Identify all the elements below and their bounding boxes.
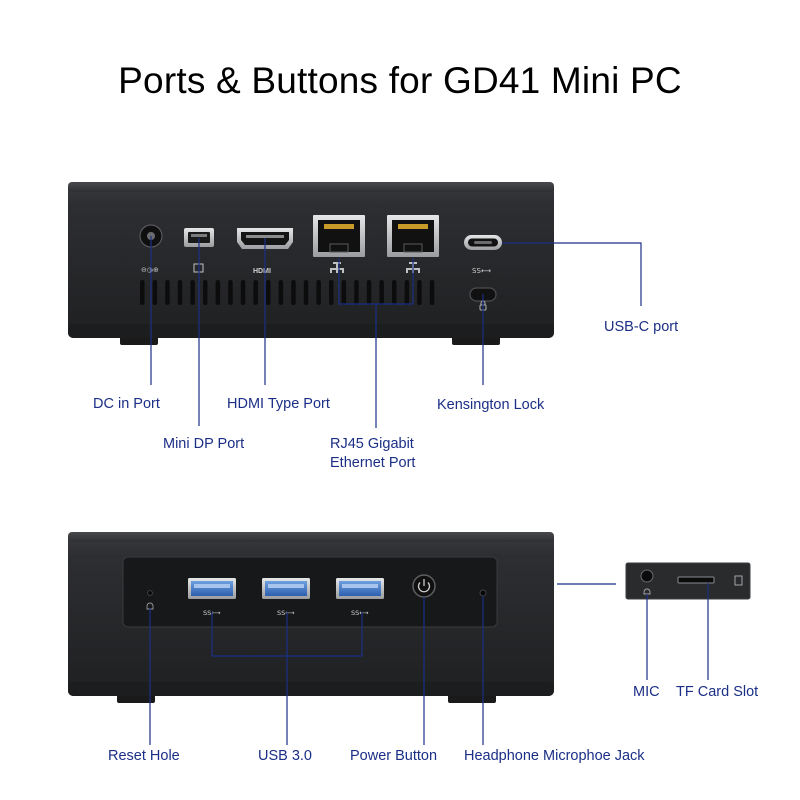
label-reset-hole: Reset Hole: [108, 748, 180, 764]
vent-slot: [341, 280, 347, 305]
vent-slot: [152, 280, 158, 305]
front-callout-lines: [149, 583, 709, 745]
vent-slot: [278, 280, 284, 305]
label-rj45-line2: Ethernet Port: [330, 455, 416, 471]
vent-slot: [329, 280, 334, 305]
label-headphone-jack: Headphone Microphoe Jack: [464, 748, 645, 764]
usb3-silkscreen-3: SS⟷: [351, 609, 369, 617]
usb-c-silkscreen: SS⟷: [472, 267, 491, 275]
tf-card-slot: [677, 576, 715, 584]
label-mini-dp-port: Mini DP Port: [163, 436, 245, 452]
usb3-port-2: SS⟷: [262, 578, 310, 617]
rj45-port-1: [313, 215, 365, 273]
vent-slot: [240, 280, 246, 305]
mini-dp-port: [184, 228, 214, 273]
vent-slot: [366, 280, 372, 305]
vent-slot: [203, 280, 208, 305]
vent-slot: [228, 280, 233, 305]
label-usb3: USB 3.0: [258, 748, 312, 764]
label-mic: MIC: [633, 684, 660, 700]
label-usb-c-port: USB-C port: [604, 319, 679, 335]
hdmi-silkscreen: HDMI: [253, 268, 271, 275]
vent-slot: [392, 280, 397, 305]
vent-slot: [417, 280, 422, 305]
vent-slot: [253, 280, 258, 305]
usb3-port-3: SS⟷: [336, 578, 384, 617]
vent-slot: [190, 280, 195, 305]
vent-slot: [379, 280, 384, 305]
vent-slot: [177, 280, 183, 305]
power-button: [412, 574, 436, 598]
back-chassis: [68, 182, 554, 338]
usb-c-port: SS⟷: [464, 235, 502, 275]
label-dc-in-port: DC in Port: [93, 396, 160, 412]
back-vents: [140, 280, 435, 305]
front-panel: SS⟷ SS⟷ SS⟷: [68, 532, 751, 745]
vent-slot: [165, 280, 170, 305]
side-view: [625, 562, 751, 600]
label-kensington-lock: Kensington Lock: [437, 397, 545, 413]
page-title: Ports & Buttons for GD41 Mini PC: [118, 60, 682, 101]
vent-slot: [354, 280, 359, 305]
back-panel: ⊖◑⊕ HDMI: [68, 182, 642, 428]
vent-slot: [316, 280, 321, 305]
reset-hole: [147, 590, 153, 596]
vent-slot: [291, 280, 296, 305]
vent-slot: [215, 280, 221, 305]
label-tf-card-slot: TF Card Slot: [676, 684, 759, 700]
vent-slot: [303, 280, 309, 305]
label-power-button: Power Button: [350, 748, 438, 764]
vent-slot: [404, 280, 410, 305]
label-rj45-line1: RJ45 Gigabit: [330, 436, 414, 452]
label-hdmi-port: HDMI Type Port: [227, 396, 330, 412]
vent-slot: [140, 280, 145, 305]
back-chassis-top: [68, 182, 554, 192]
mic-jack: [640, 569, 654, 583]
back-callout-lines: [150, 236, 642, 428]
vent-slot: [429, 280, 435, 305]
svg-text:⊖◑⊕: ⊖◑⊕: [141, 266, 159, 274]
usb3-silkscreen-2: SS⟷: [277, 609, 295, 617]
headphone-jack: [479, 589, 487, 597]
vent-slot: [266, 280, 271, 305]
